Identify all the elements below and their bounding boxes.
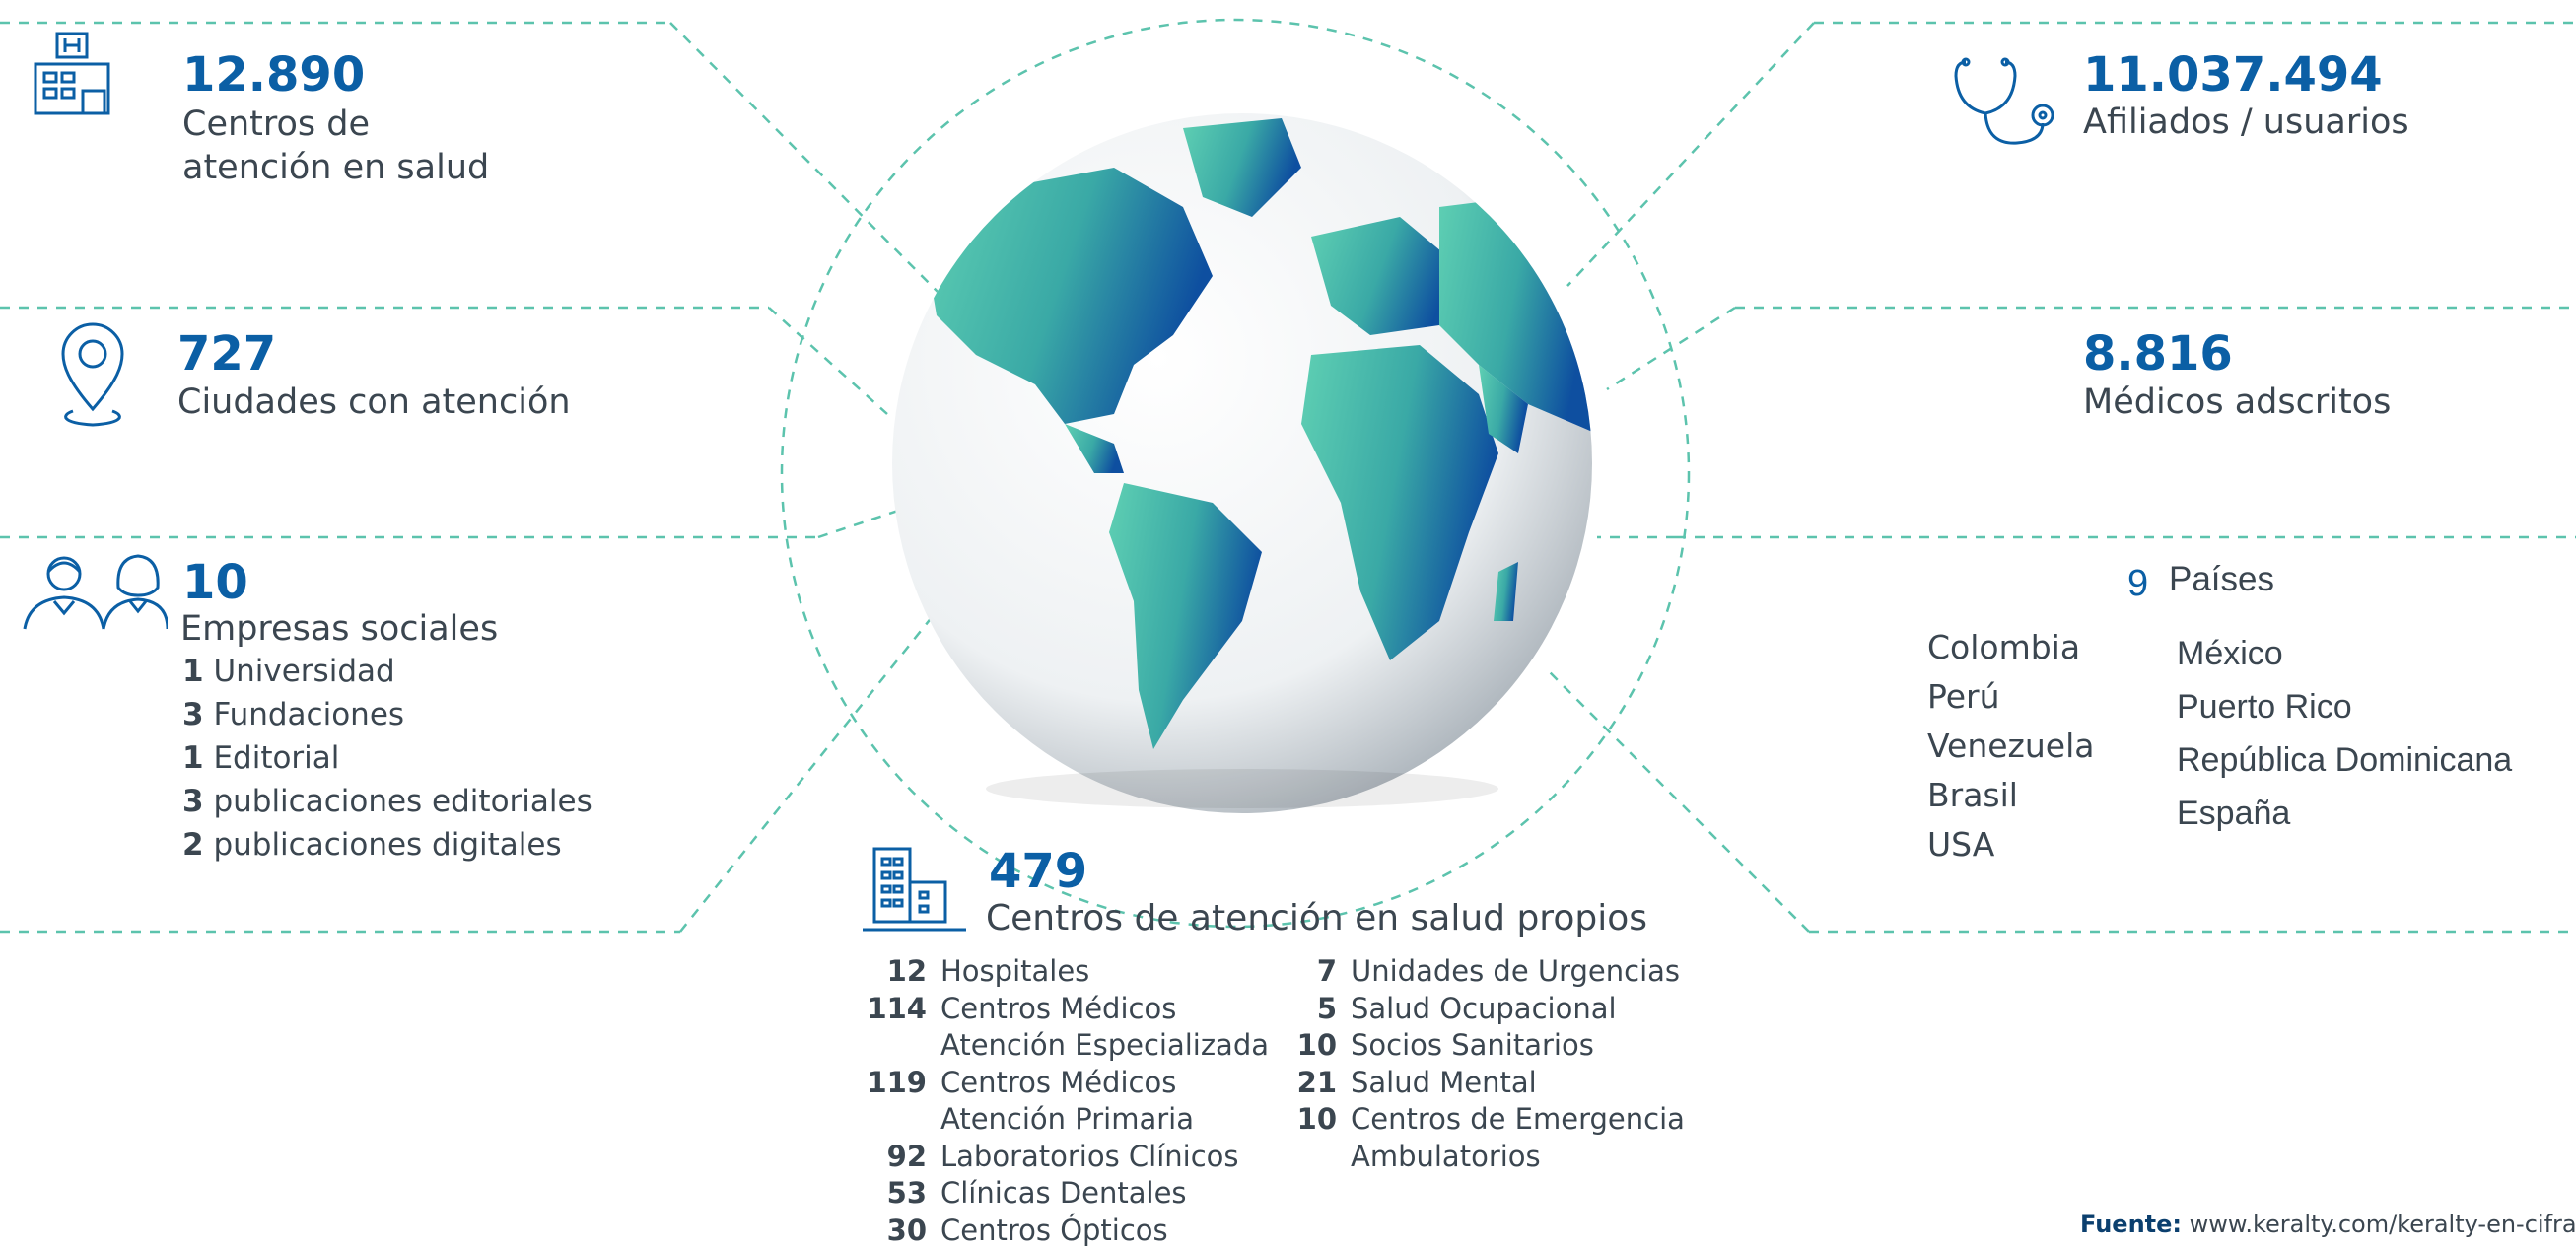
list-item: 1 Editorial <box>182 736 592 780</box>
list-item: Perú <box>1927 672 2094 722</box>
list-item: España <box>2177 787 2512 840</box>
propios-value: 479 <box>989 846 1087 897</box>
list-item: USA <box>1927 820 2094 869</box>
medicos-value: 8.816 <box>2083 328 2233 380</box>
footer-link[interactable]: www.keralty.com/keralty-en-cifras <box>2190 1211 2576 1238</box>
centros-label-line2: atención en salud <box>182 146 489 189</box>
list-item: México <box>2177 627 2512 680</box>
list-item: 3 Fundaciones <box>182 693 592 736</box>
list-item: Atención Especializada <box>848 1027 1269 1065</box>
afiliados-label: Afiliados / usuarios <box>2083 101 2409 144</box>
list-item: 2 publicaciones digitales <box>182 823 592 867</box>
centros-label-line1: Centros de <box>182 103 370 146</box>
empresas-label: Empresas sociales <box>180 607 498 651</box>
medicos-label: Médicos adscritos <box>2083 381 2391 424</box>
list-item: 3 publicaciones editoriales <box>182 780 592 823</box>
list-item: Venezuela <box>1927 722 2094 771</box>
list-item: República Dominicana <box>2177 733 2512 787</box>
globe-icon <box>887 108 1597 818</box>
footer-source: Fuente: www.keralty.com/keralty-en-cifra… <box>2080 1211 2576 1238</box>
paises-col2: México Puerto Rico República Dominicana … <box>2177 627 2512 840</box>
list-item: 1 Universidad <box>182 650 592 693</box>
paises-value: 9 <box>2127 563 2148 605</box>
paises-col1: Colombia Perú Venezuela Brasil USA <box>1927 623 2094 869</box>
list-item: Brasil <box>1927 771 2094 820</box>
empresas-list: 1 Universidad 3 Fundaciones 1 Editorial … <box>182 650 592 867</box>
paises-label: Países <box>2169 560 2274 599</box>
list-item: Atención Primaria <box>848 1101 1269 1139</box>
footer-label: Fuente: <box>2080 1211 2182 1238</box>
stethoscope-icon <box>1952 54 2060 153</box>
propios-label: Centros de atención en salud propios <box>986 897 1647 940</box>
centros-value: 12.890 <box>182 49 365 101</box>
location-pin-icon <box>57 320 128 429</box>
ciudades-label: Ciudades con atención <box>177 381 571 424</box>
ciudades-value: 727 <box>177 328 276 380</box>
hospital-icon <box>28 30 116 118</box>
list-item: Colombia <box>1927 623 2094 672</box>
list-item: Puerto Rico <box>2177 680 2512 733</box>
list-item: Ambulatorios <box>1282 1139 1685 1176</box>
people-icon <box>20 552 168 631</box>
building-icon <box>863 843 966 932</box>
empresas-value: 10 <box>182 557 248 608</box>
afiliados-value: 11.037.494 <box>2083 49 2383 101</box>
